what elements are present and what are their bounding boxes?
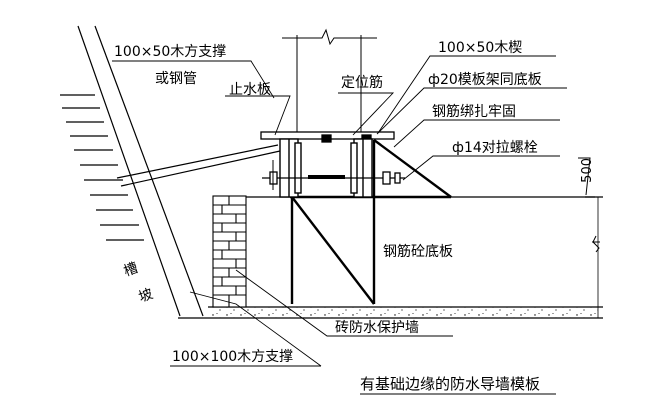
label-rebar-tie: 钢筋绑扎牢固 bbox=[432, 104, 516, 120]
label-dimension: 500 bbox=[580, 158, 595, 183]
label-brick-wall: 砖防水保护墙 bbox=[335, 320, 419, 336]
concrete-cushion bbox=[208, 307, 598, 318]
diagram-caption: 有基础边缘的防水导墙模板 bbox=[360, 375, 541, 393]
slope-brace bbox=[116, 144, 281, 187]
leader-lines bbox=[112, 55, 567, 395]
label-rebar-frame: ф20模板架同底板 bbox=[428, 72, 542, 88]
label-rc-slab: 钢筋砼底板 bbox=[383, 244, 453, 260]
label-batten: 100×50木楔 bbox=[438, 40, 523, 56]
label-stop-board: 止水板 bbox=[229, 82, 271, 98]
label-tie-bolt: ф14对拉螺栓 bbox=[452, 140, 538, 156]
break-line bbox=[282, 28, 600, 253]
label-brace-bottom: 100×100木方支撑 bbox=[172, 349, 294, 365]
brick-wall bbox=[212, 195, 247, 308]
trench-slope bbox=[60, 25, 204, 317]
label-brace-top-2: 或钢管 bbox=[155, 71, 197, 87]
label-brace-top-1: 100×50木方支撑 bbox=[114, 44, 227, 60]
label-locating-bar: 定位筋 bbox=[341, 75, 383, 91]
tie-bolt bbox=[262, 160, 405, 190]
formwork-sides bbox=[279, 138, 373, 198]
